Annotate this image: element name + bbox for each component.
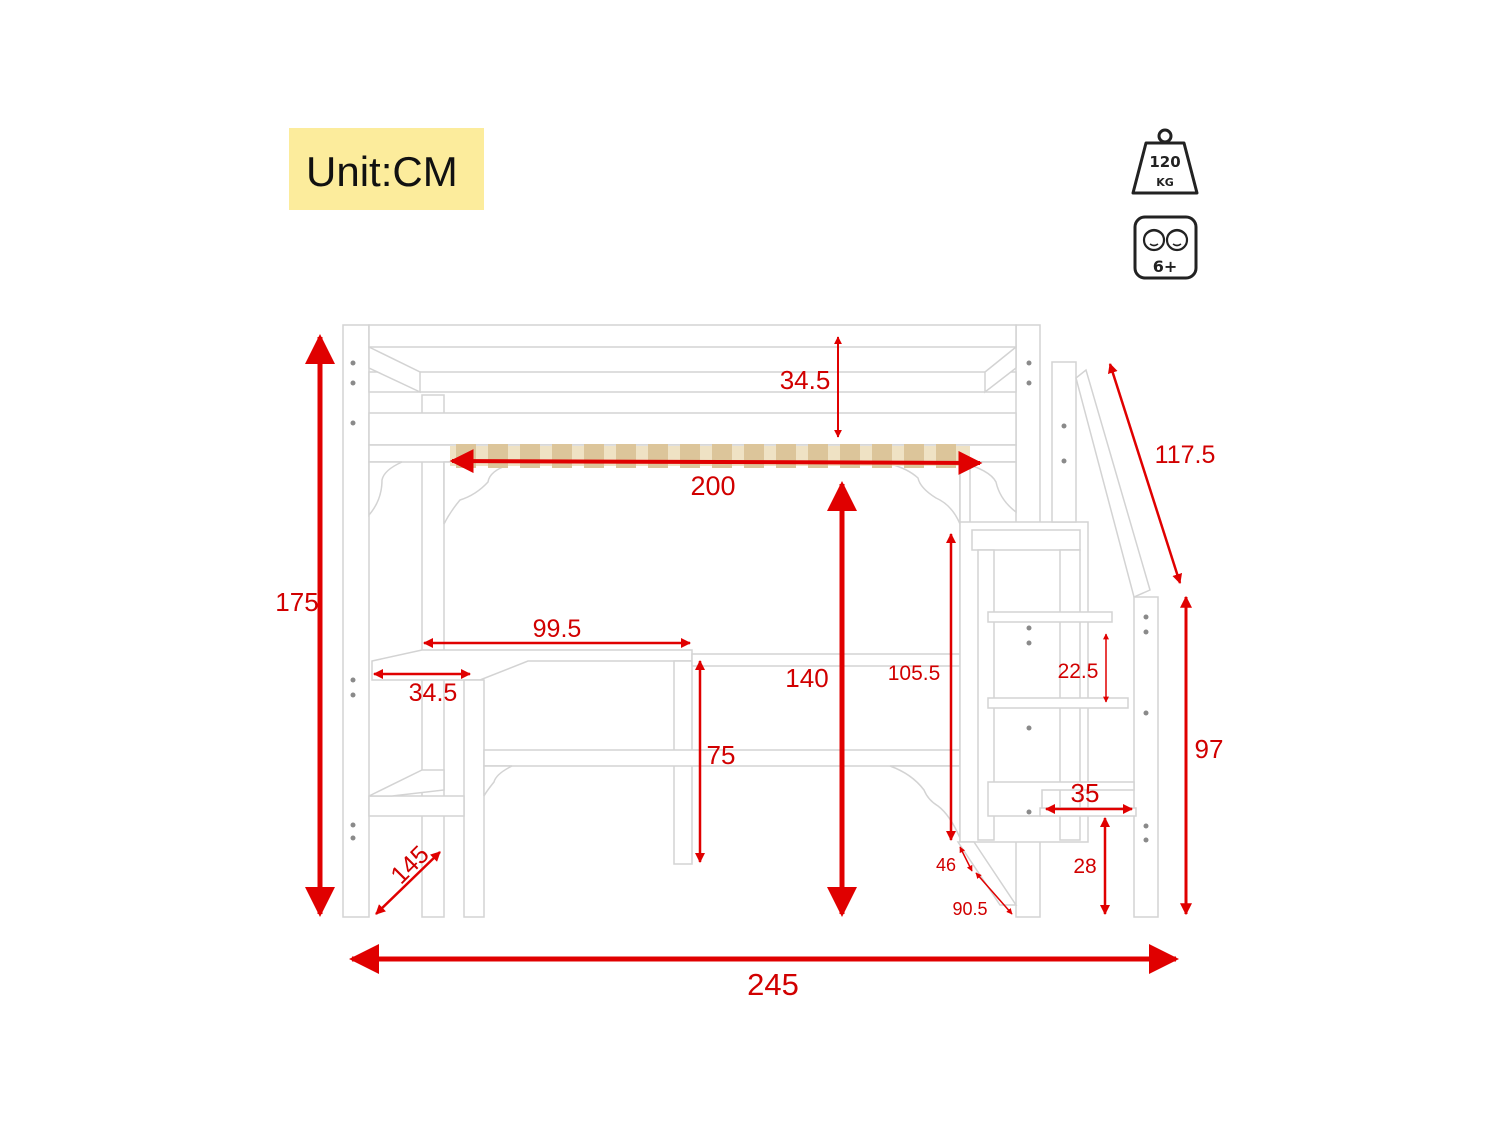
- left-front-post: [342, 324, 370, 918]
- mattress-slat: [680, 444, 700, 468]
- mattress-slat: [520, 444, 540, 468]
- dim-line-cabinet-depth: [959, 846, 973, 872]
- bolt-holes: [350, 360, 1149, 843]
- dimension-labels: 245 175 34.5 200 140 99.5 34.5 75 145 10…: [275, 365, 1223, 1002]
- dim-clearance-height: 140: [785, 663, 828, 693]
- dim-stair-step-gap: 22.5: [1058, 660, 1099, 683]
- dim-mattress-length: 200: [690, 471, 735, 501]
- dim-desk-depth: 34.5: [409, 679, 458, 707]
- middle-rail: [368, 371, 1017, 393]
- age-limit-icon: 6+: [1133, 215, 1198, 280]
- mattress-slat: [488, 444, 508, 468]
- mattress-slat: [648, 444, 668, 468]
- bed-rail: [368, 412, 1017, 446]
- dim-stair-first-step: 28: [1073, 855, 1096, 878]
- dim-desk-height: 75: [707, 740, 736, 770]
- stair-step-1: [987, 611, 1113, 623]
- dim-guardrail-height: 34.5: [780, 365, 831, 395]
- mattress-slat: [552, 444, 572, 468]
- dim-cabinet-depth: 46: [936, 855, 956, 875]
- mattress-slat: [744, 444, 764, 468]
- bed-frame: [342, 324, 1159, 918]
- dim-stair-total-height: 97: [1195, 734, 1224, 764]
- dim-stair-depth: 90.5: [952, 899, 987, 919]
- stair-step-2: [987, 697, 1129, 709]
- stair-lower-post: [1133, 596, 1159, 918]
- weight-unit: KG: [1156, 176, 1174, 189]
- dim-line-mattress: [449, 449, 983, 475]
- desk-top: [371, 649, 693, 681]
- dim-line-handrail: [1107, 363, 1183, 584]
- dim-line-stair-depth: [975, 872, 1013, 915]
- mattress-slat: [584, 444, 604, 468]
- dimension-lines: [305, 334, 1192, 974]
- desk-leg-left: [463, 679, 485, 918]
- weight-limit-icon: 120 KG: [1131, 128, 1199, 195]
- unit-label: Unit:CM: [306, 148, 458, 195]
- mattress-slat: [456, 444, 476, 468]
- stair-step-3: [987, 781, 1135, 817]
- stair-upper-post: [1051, 361, 1077, 523]
- dim-total-height: 175: [275, 587, 318, 617]
- mattress-slat: [616, 444, 636, 468]
- weight-value: 120: [1149, 153, 1180, 171]
- dim-stair-handrail: 117.5: [1155, 441, 1216, 469]
- age-value: 6+: [1153, 257, 1178, 276]
- dim-cabinet-height: 105.5: [888, 662, 941, 685]
- dim-total-length: 245: [747, 967, 799, 1002]
- dim-desk-length: 99.5: [533, 615, 582, 643]
- mattress-slat: [712, 444, 732, 468]
- dim-stair-step-width: 35: [1071, 778, 1100, 808]
- mattress-slat: [776, 444, 796, 468]
- top-rail: [368, 324, 1017, 348]
- dim-line-desk-side: [375, 851, 441, 915]
- unit-badge: [289, 128, 484, 210]
